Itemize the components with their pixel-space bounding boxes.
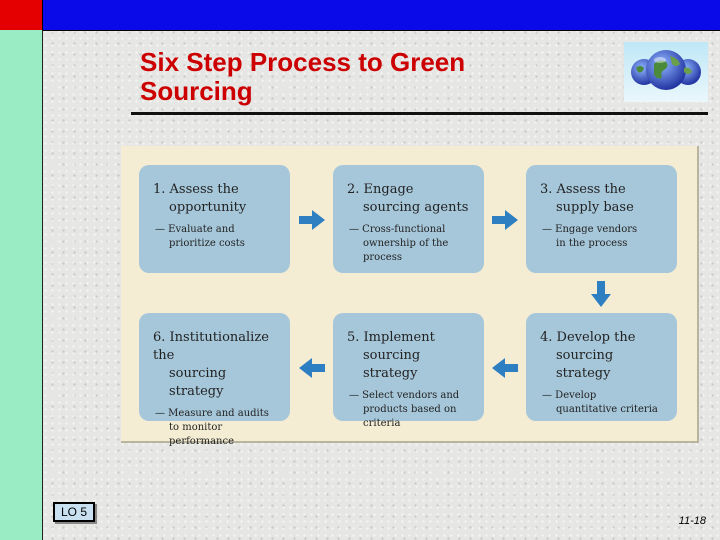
step-5-title-cont: sourcing strategy — [363, 348, 421, 381]
arrow-left-icon — [299, 358, 325, 378]
step-4-title-cont: sourcing strategy — [556, 348, 614, 381]
step-assess-opportunity: 1. Assess the opportunity — Evaluate and… — [139, 165, 290, 273]
step-engage-sourcing-agents: 2. Engage sourcing agents — Cross-functi… — [333, 165, 484, 273]
arrow-down-icon — [591, 281, 611, 307]
arrow-right-icon — [492, 210, 518, 230]
step-2-title-cont: sourcing agents — [363, 200, 469, 215]
step-5-title: 5. Implement — [347, 330, 435, 345]
step-3-title-cont: supply base — [556, 200, 634, 215]
step-6-detail-cont: to monitor — [169, 422, 223, 433]
step-2-title: 2. Engage — [347, 182, 414, 197]
page-number: 11-18 — [678, 515, 706, 527]
process-figure: 1. Assess the opportunity — Evaluate and… — [121, 146, 699, 447]
step-6-detail: — Measure and audits — [155, 408, 269, 419]
learning-objective-badge: LO 5 — [53, 502, 95, 522]
step-3-detail: — Engage vendors — [542, 224, 638, 235]
step-implement-strategy: 5. Implement sourcing strategy — Select … — [333, 313, 484, 429]
step-5-detail-cont: products based on — [363, 404, 457, 415]
step-1-title: 1. Assess the — [153, 182, 239, 197]
step-6-title-cont: sourcing strategy — [169, 366, 227, 399]
step-4-detail: — Develop — [542, 390, 597, 401]
step-3-title: 3. Assess the — [540, 182, 626, 197]
step-4-title: 4. Develop the — [540, 330, 636, 345]
top-bar — [0, 0, 720, 31]
step-5-detail-end: criteria — [363, 418, 401, 429]
step-4-detail-cont: quantitative criteria — [556, 404, 658, 415]
step-develop-strategy: 4. Develop the sourcing strategy — Devel… — [526, 313, 677, 421]
step-assess-supply-base: 3. Assess the supply base — Engage vendo… — [526, 165, 677, 273]
left-sidebar-bar — [0, 30, 43, 540]
step-1-title-cont: opportunity — [169, 200, 247, 215]
step-6-title: 6. Institutionalize the — [153, 330, 269, 363]
step-5-detail: — Select vendors and — [349, 390, 460, 401]
step-6-detail-end: performance — [169, 436, 235, 447]
corner-block — [0, 0, 43, 30]
slide-title: Six Step Process to Green Sourcing — [140, 47, 466, 106]
step-2-detail: — Cross-functional — [349, 224, 446, 235]
step-1-detail: — Evaluate and — [155, 224, 235, 235]
arrow-left-icon — [492, 358, 518, 378]
title-underline — [131, 112, 708, 115]
step-1-detail-cont: prioritize costs — [169, 238, 245, 249]
step-institutionalize-strategy: 6. Institutionalize the sourcing strateg… — [139, 313, 290, 447]
step-2-detail-end: process — [363, 252, 402, 263]
arrow-right-icon — [299, 210, 325, 230]
step-2-detail-cont: ownership of the — [363, 238, 449, 249]
globe-icon — [624, 42, 708, 102]
step-3-detail-cont: in the process — [556, 238, 628, 249]
